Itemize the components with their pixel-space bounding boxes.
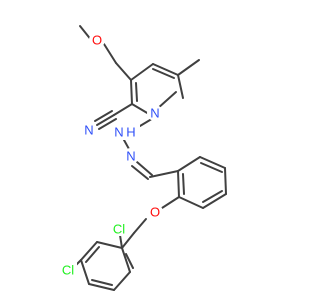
bond — [115, 62, 132, 81]
ortho-chlorine-label: Cl — [110, 221, 128, 237]
bond — [121, 247, 131, 273]
bond — [136, 161, 153, 176]
bond — [152, 63, 179, 76]
bond — [178, 196, 204, 209]
atom-text: N — [126, 149, 135, 164]
bond — [103, 43, 117, 64]
ether-oxygen-label: O — [147, 204, 163, 220]
bond — [130, 79, 133, 105]
bond — [135, 82, 138, 102]
bond — [123, 139, 130, 150]
pyridine-nitrogen-label: N — [147, 105, 163, 121]
bond — [177, 170, 180, 198]
bond — [130, 63, 154, 81]
bond — [121, 232, 135, 249]
para-chlorine-label: Cl — [59, 262, 77, 278]
bond — [113, 271, 131, 291]
bond — [224, 167, 227, 195]
bond — [199, 156, 226, 169]
nitrile-nitrogen-label: N — [81, 122, 97, 138]
bond — [200, 162, 223, 173]
bond — [113, 103, 133, 116]
bond — [202, 193, 227, 209]
methoxy-oxygen-label: O — [89, 32, 105, 48]
bond — [94, 110, 113, 122]
atom-text-h: H — [126, 125, 135, 140]
bond — [149, 170, 179, 178]
bond — [91, 279, 113, 286]
atom-label-layer: O N N N H N O Cl Cl — [59, 32, 163, 278]
bond — [177, 59, 200, 76]
bond — [98, 118, 117, 130]
bond — [156, 91, 177, 110]
bond — [119, 234, 123, 249]
bond — [80, 241, 98, 261]
atom-text: Cl — [62, 263, 74, 278]
atom-text: O — [150, 205, 160, 220]
bond — [133, 218, 147, 234]
bond — [177, 156, 201, 172]
bond — [202, 190, 223, 203]
structure-diagram: O N N N H N O Cl Cl — [59, 25, 227, 291]
bond — [125, 253, 134, 269]
atom-text: N — [114, 125, 123, 140]
atom-text: N — [150, 106, 159, 121]
bond — [152, 68, 175, 79]
bond — [88, 283, 115, 291]
bond — [182, 173, 185, 195]
bond — [96, 241, 123, 249]
bond — [80, 259, 90, 285]
imine-nitrogen-label: N — [123, 148, 139, 164]
bond — [96, 114, 115, 126]
atom-text: O — [92, 33, 102, 48]
bond — [85, 246, 100, 263]
bond — [161, 196, 180, 209]
atom-text: N — [84, 123, 93, 138]
bond-layer — [75, 25, 227, 291]
bond — [177, 74, 184, 99]
atom-text: Cl — [113, 222, 125, 237]
bond — [131, 165, 149, 180]
hydrazone-nh-label: N H — [114, 124, 140, 140]
